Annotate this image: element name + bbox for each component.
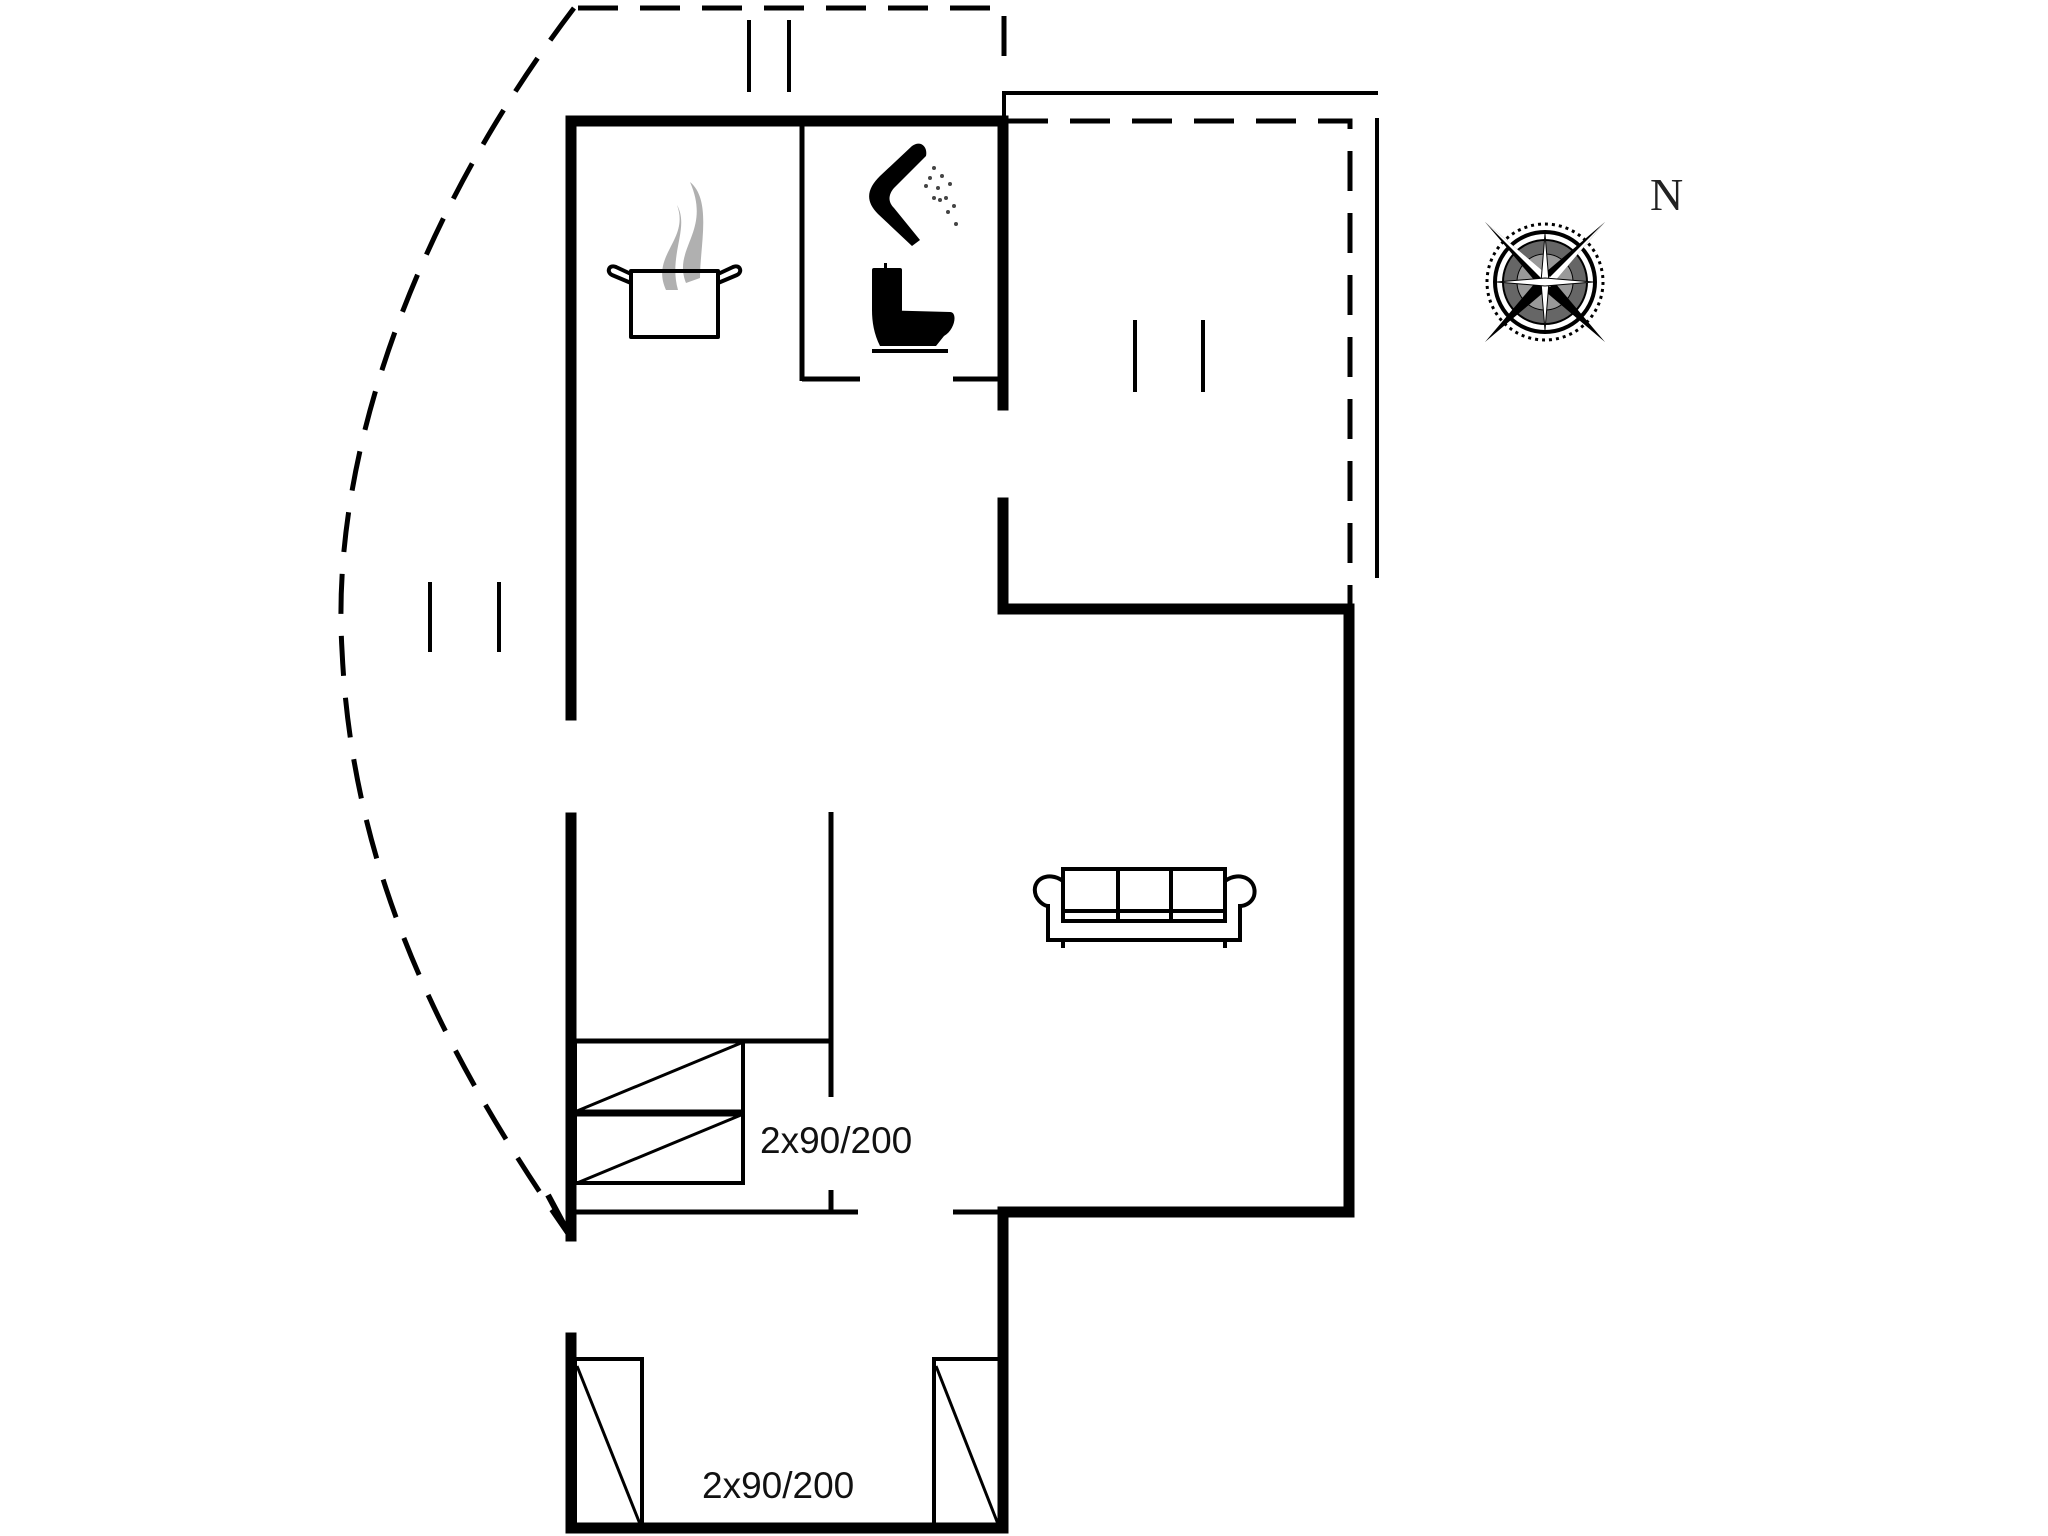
sofa-icon: [1032, 867, 1257, 948]
bed-bedroom-1: [573, 1039, 745, 1185]
cooking-pot-icon: [606, 182, 743, 339]
shower-icon: [869, 143, 958, 246]
window-markers: [428, 20, 1205, 652]
bedroom-1-bed-label: 2x90/200: [760, 1120, 913, 1161]
compass-north-label: N: [1650, 169, 1684, 220]
wall-west-angle: [545, 1193, 574, 1240]
terrace-north-outline: [578, 5, 1007, 70]
terrace-east-outline: [1008, 118, 1353, 609]
terrace-west-outline: [338, 6, 576, 1240]
compass-rose-icon: [1484, 221, 1606, 343]
terrace-outlines: [338, 5, 1353, 1240]
bedroom-2-bed-label: 2x90/200: [702, 1465, 855, 1506]
bed-bedroom-2: [573, 1357, 1002, 1527]
exterior-walls: [565, 115, 1355, 1534]
interior-walls: [571, 121, 1003, 1215]
toilet-icon: [872, 263, 955, 353]
terrace-east-edges: [1002, 91, 1379, 578]
